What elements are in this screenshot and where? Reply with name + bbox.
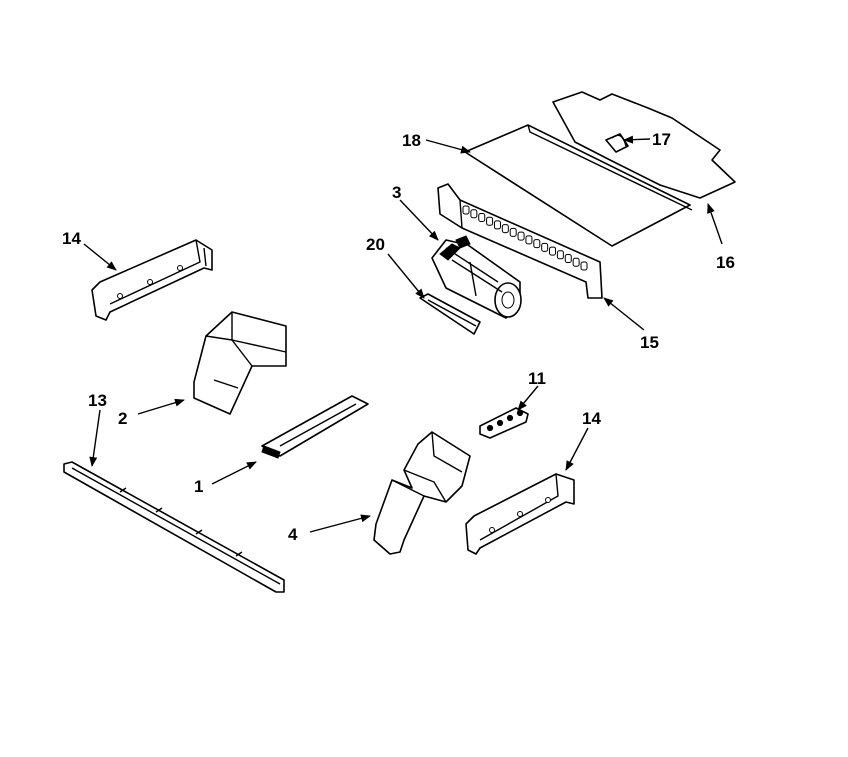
leader-18 <box>425 139 471 154</box>
leader-16 <box>707 203 723 245</box>
callout-14-right: 14 <box>582 409 601 428</box>
vent-slot <box>556 250 564 260</box>
vent-slot <box>549 246 557 256</box>
callout-labels: 18 17 16 3 20 15 14 2 13 1 11 14 4 <box>62 130 735 544</box>
callout-4: 4 <box>288 525 298 544</box>
leader-lines <box>83 135 723 533</box>
callout-3: 3 <box>392 183 401 202</box>
vent-slot <box>517 231 525 241</box>
callout-15: 15 <box>640 333 659 352</box>
callout-20: 20 <box>366 235 385 254</box>
vent-slot <box>493 220 501 230</box>
vent-slot <box>525 235 533 245</box>
part-2-duct <box>193 311 287 415</box>
part-16-panel <box>552 91 736 199</box>
callout-17: 17 <box>652 130 671 149</box>
callout-13: 13 <box>88 391 107 410</box>
part-3-blower <box>431 235 522 319</box>
callout-1: 1 <box>194 477 203 496</box>
vent-slot <box>478 212 486 222</box>
leader-20 <box>387 253 425 299</box>
part-14-left-bracket <box>91 239 213 321</box>
callout-2: 2 <box>118 409 127 428</box>
vent-slot <box>580 261 588 271</box>
leader-15 <box>603 297 645 331</box>
part-18-cover <box>464 124 693 247</box>
callout-11: 11 <box>528 369 546 388</box>
part-14-right-bracket <box>465 473 575 555</box>
vent-slot <box>486 216 494 226</box>
vent-slot <box>501 224 509 234</box>
leader-11 <box>517 385 539 411</box>
leader-13 <box>89 409 101 467</box>
vent-slot <box>572 257 580 267</box>
callout-14-left: 14 <box>62 229 81 248</box>
leader-1 <box>211 461 257 485</box>
part-4-housing <box>373 431 471 555</box>
part-1-bar <box>261 395 369 459</box>
vent-slot <box>509 227 517 237</box>
callout-16: 16 <box>716 253 735 272</box>
part-20-strip <box>419 293 481 335</box>
vent-slot <box>470 209 478 219</box>
leader-4 <box>309 514 371 533</box>
leader-17 <box>623 135 651 144</box>
part-15-bracket <box>437 183 603 299</box>
part-11-terminal <box>479 407 529 439</box>
leader-14b <box>565 427 589 471</box>
leader-3 <box>399 199 439 241</box>
vent-slot <box>533 239 541 249</box>
callout-18: 18 <box>402 131 421 150</box>
vent-slot <box>462 205 470 215</box>
vent-slot <box>564 254 572 264</box>
part-13-rail <box>63 461 285 593</box>
vent-slot <box>541 242 549 252</box>
leader-2 <box>137 398 185 415</box>
leader-14a <box>83 243 117 271</box>
